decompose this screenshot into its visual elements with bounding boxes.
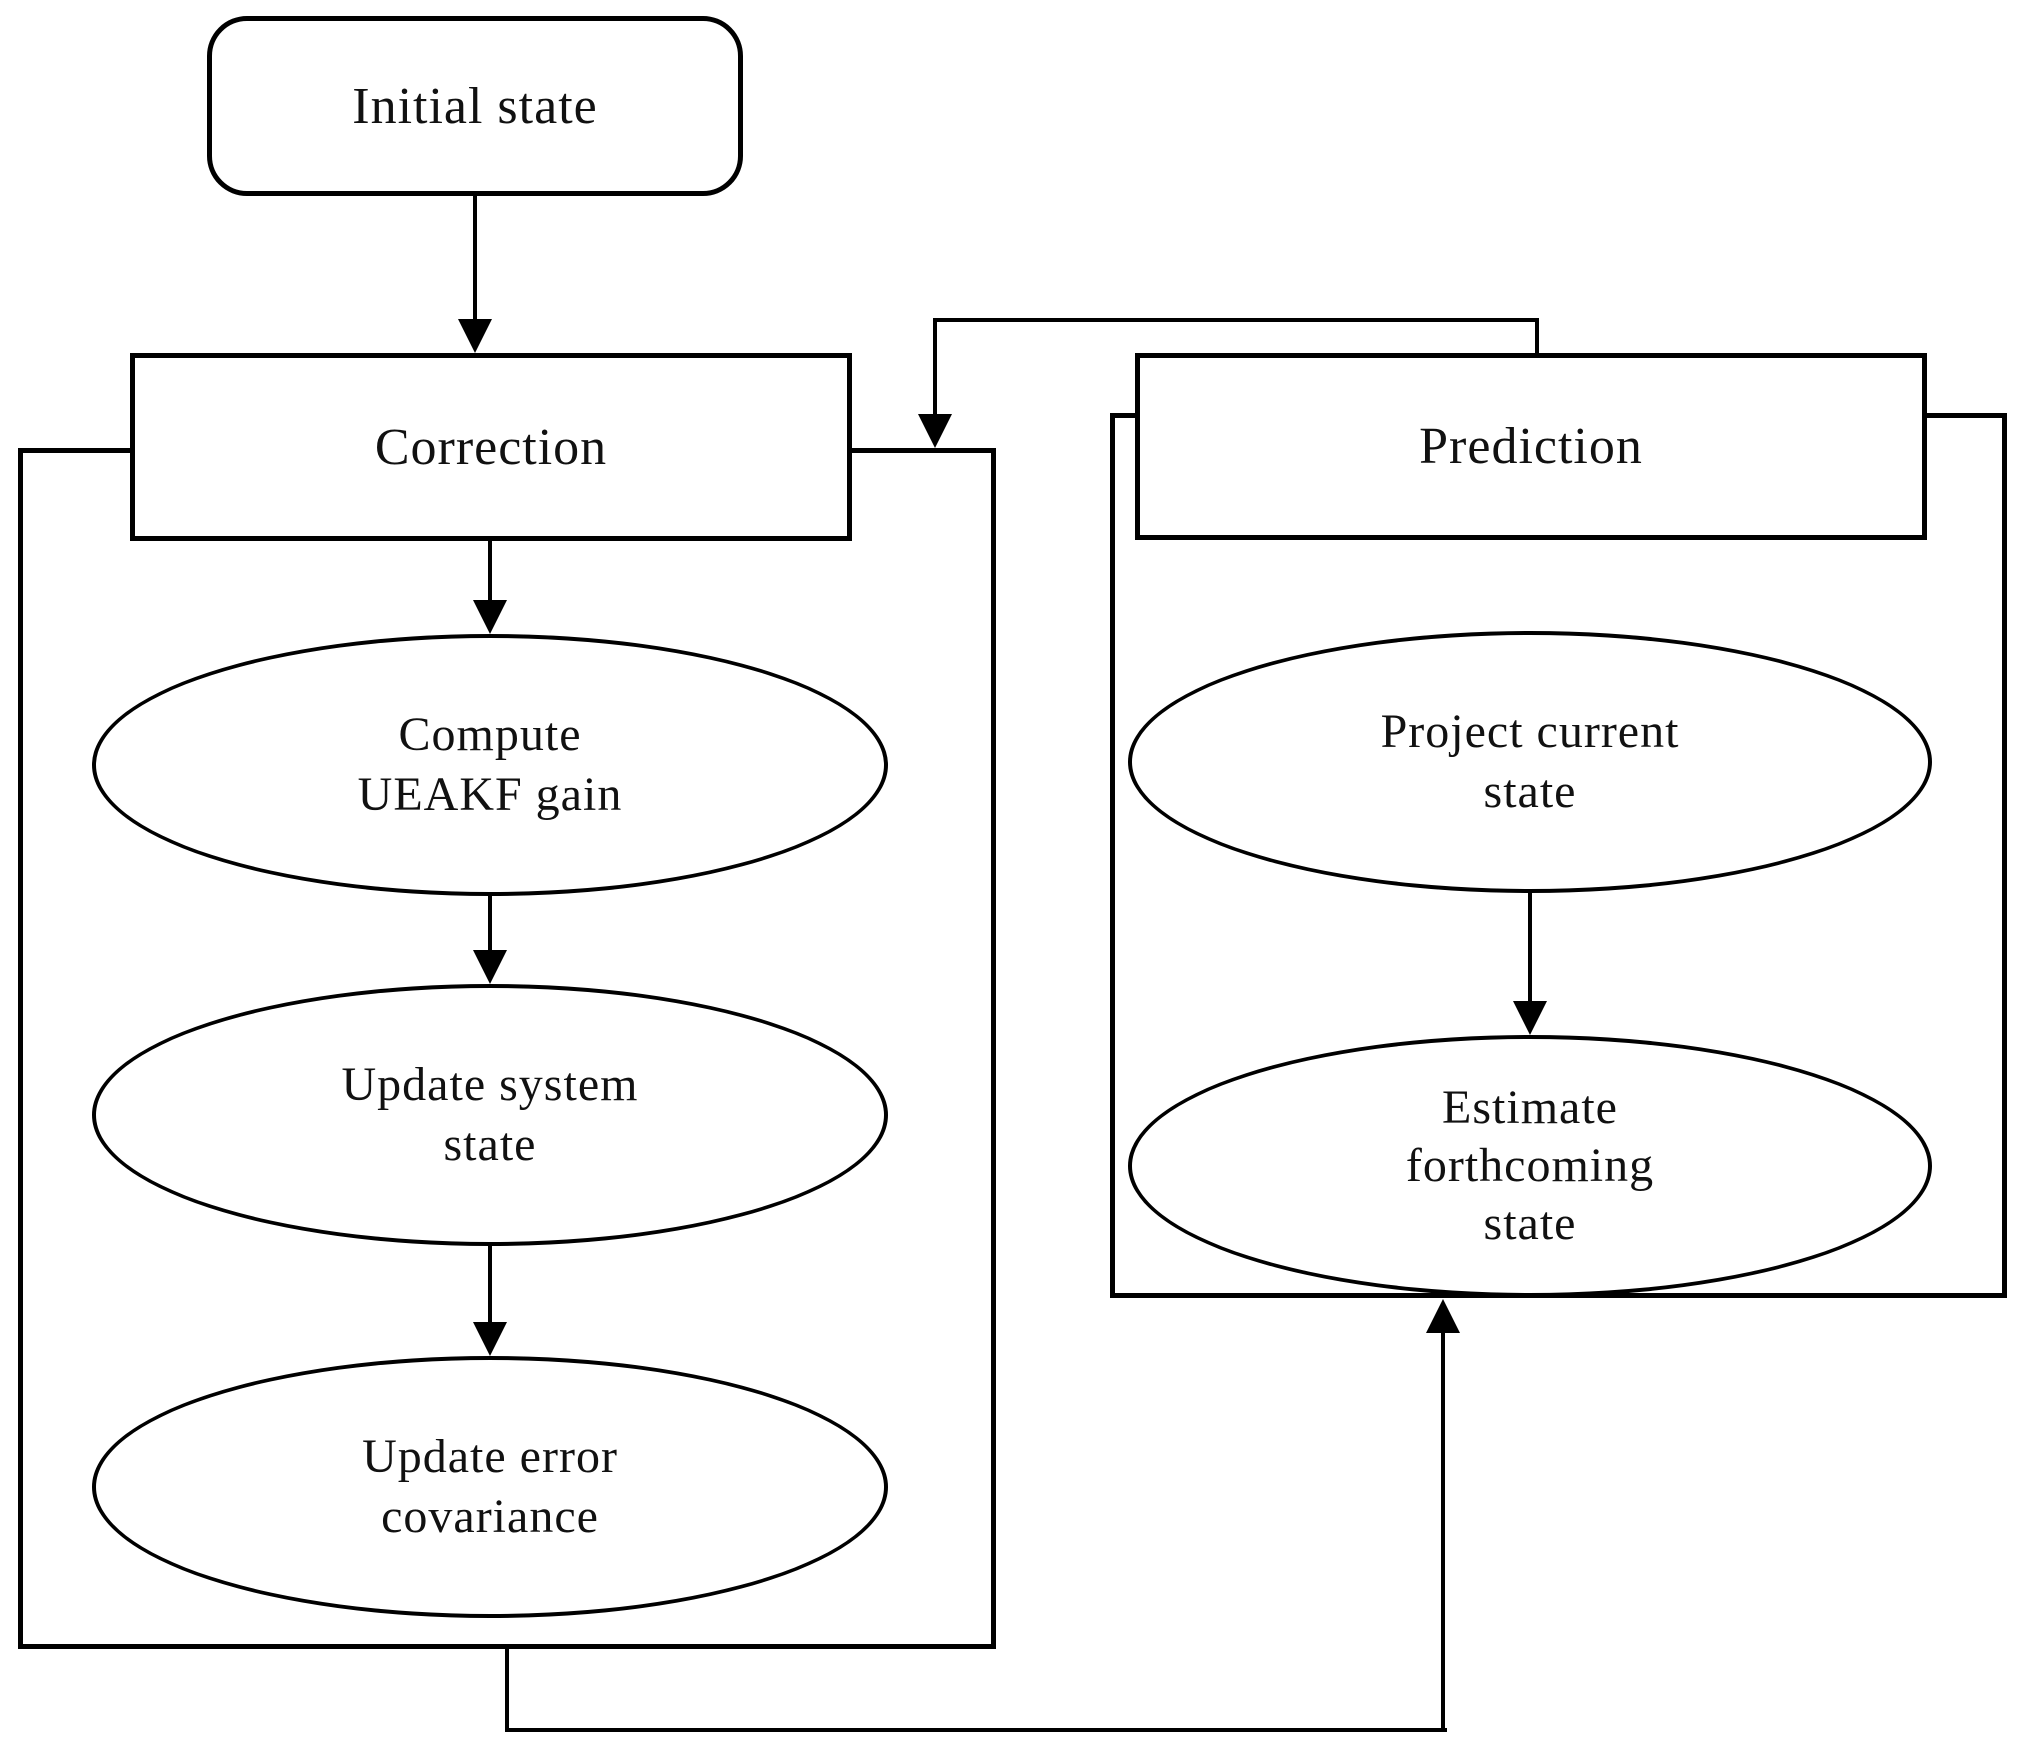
arrowhead-down-icon: [458, 319, 492, 353]
feedback-bottom-rise-line: [1441, 1333, 1445, 1732]
feedback-top-drop-line: [933, 318, 937, 416]
feedback-top-horizontal-line: [933, 318, 1539, 322]
node-initial-state-label: Initial state: [352, 77, 598, 135]
edge-state-to-covariance-line: [488, 1246, 492, 1325]
node-correction-label: Correction: [374, 418, 608, 476]
node-prediction-label: Prediction: [1419, 418, 1643, 475]
edge-gain-to-state-line: [488, 896, 492, 953]
arrowhead-down-icon: [473, 1322, 507, 1356]
arrowhead-down-icon: [918, 414, 952, 448]
node-prediction: Prediction: [1135, 353, 1927, 540]
arrowhead-up-icon: [1426, 1299, 1460, 1333]
feedback-bottom-drop-line: [505, 1649, 509, 1732]
edge-correction-to-gain-line: [488, 541, 492, 603]
feedback-bottom-horizontal-line: [505, 1728, 1447, 1732]
node-correction: Correction: [130, 353, 852, 541]
edge-project-to-estimate-line: [1528, 893, 1532, 1004]
arrowhead-down-icon: [473, 600, 507, 634]
edge-initial-to-correction-line: [473, 196, 477, 322]
node-initial-state: Initial state: [207, 16, 743, 196]
arrowhead-down-icon: [473, 950, 507, 984]
feedback-top-rise-line: [1535, 318, 1539, 356]
arrowhead-down-icon: [1513, 1001, 1547, 1035]
